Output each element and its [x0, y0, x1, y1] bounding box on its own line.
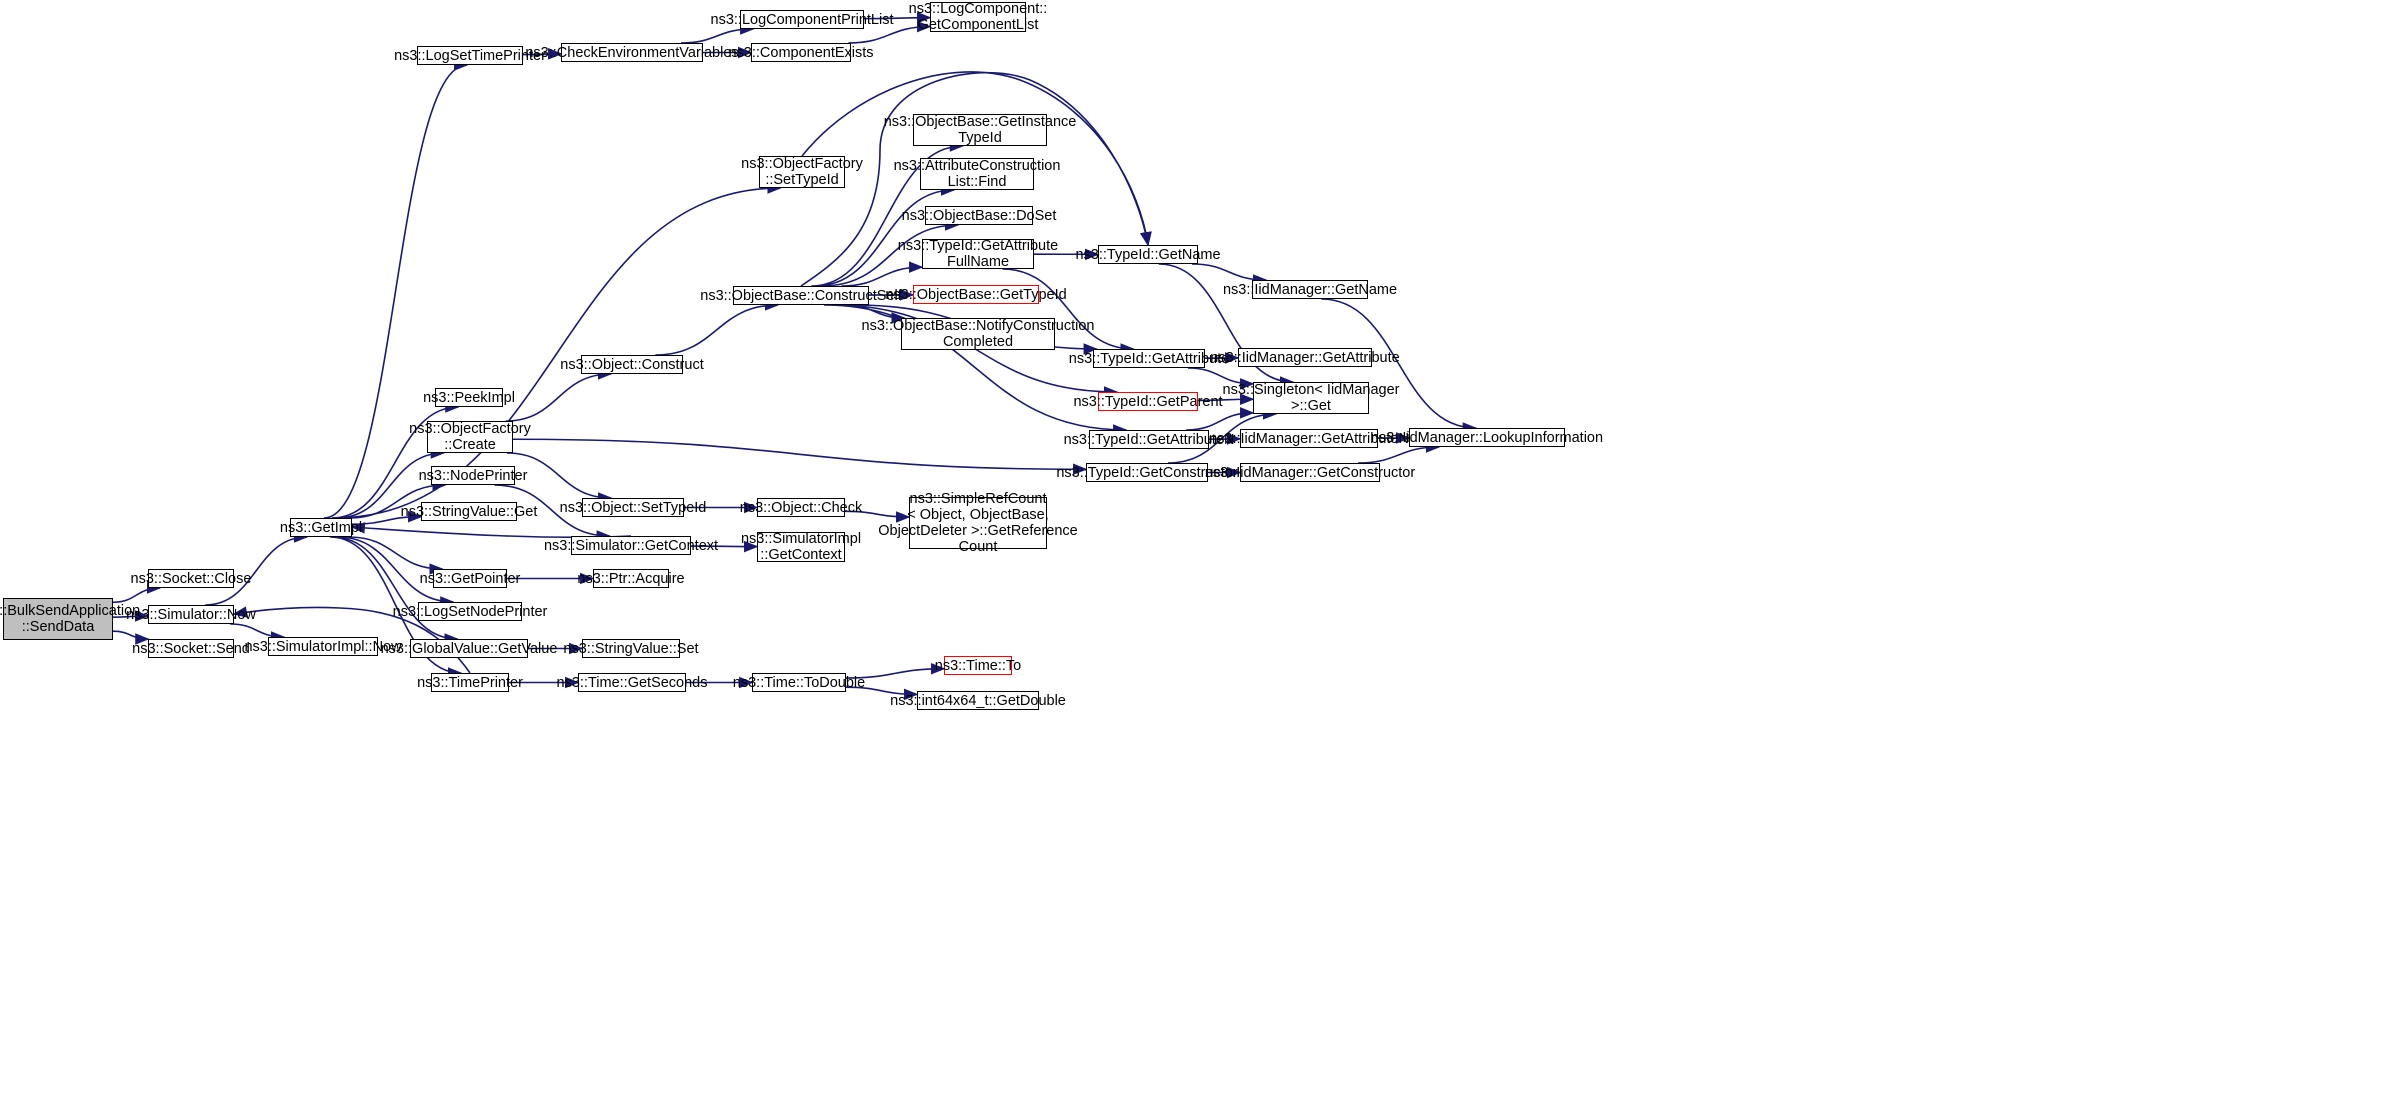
- node-socket-send[interactable]: ns3::Socket::Send: [132, 639, 250, 658]
- edge-checkEnv-to-logCompPrintList: [680, 23, 755, 44]
- edge-getImpl-to-nodePrinter: [348, 479, 447, 519]
- edge-obConstructSelf-to-tidGetAttributeN: [823, 304, 1128, 436]
- edge-sendData-to-simNow: [112, 610, 150, 622]
- node-of-create[interactable]: ns3::ObjectFactory ::Create: [409, 421, 531, 453]
- node-tid-get-name[interactable]: ns3::TypeId::GetName: [1075, 245, 1221, 264]
- node-log-set-node-printer[interactable]: ns3::LogSetNodePrinter: [392, 602, 548, 621]
- node-ob-notify[interactable]: ns3::ObjectBase::NotifyConstruction Comp…: [861, 318, 1095, 350]
- node-get-component-list[interactable]: ns3::LogComponent:: GetComponentList: [908, 1, 1048, 33]
- edge-tidGetName-to-iidGetName: [1191, 263, 1268, 286]
- node-sim-impl-now[interactable]: ns3::SimulatorImpl::Now: [244, 637, 402, 656]
- edge-simGetContext-to-simImplGetContext: [690, 540, 759, 553]
- edge-getImpl-to-ofCreate: [336, 447, 446, 519]
- node-time-to-double[interactable]: ns3::Time::ToDouble: [732, 673, 866, 692]
- edge-sendData-to-socketClose: [112, 582, 162, 604]
- node-time-to[interactable]: ns3::Time::To: [934, 656, 1022, 675]
- node-iid-get-attribute-n[interactable]: ns3::IidManager::GetAttributeN: [1209, 429, 1409, 448]
- node-log-comp-print-list[interactable]: ns3::LogComponentPrintList: [710, 10, 894, 29]
- edge-getImpl-to-logSetTimePrinter: [323, 59, 469, 519]
- node-ac-list-find[interactable]: ns3::AttributeConstruction List::Find: [893, 158, 1061, 190]
- node-string-value-get[interactable]: ns3::StringValue::Get: [400, 502, 538, 521]
- edge-tidGetConstructor-to-singletonGet: [1167, 408, 1278, 464]
- node-peek-impl[interactable]: ns3::PeekImpl: [423, 388, 515, 407]
- node-gv-get-value[interactable]: ns3::GlobalValue::GetValue: [380, 639, 558, 658]
- node-iid-get-attribute[interactable]: ns3::IidManager::GetAttribute: [1210, 348, 1400, 367]
- node-obj-check[interactable]: ns3::Object::Check: [739, 498, 863, 517]
- node-int64-get-double[interactable]: ns3::int64x64_t::GetDouble: [890, 691, 1066, 710]
- node-tid-get-attr-full-name[interactable]: ns3::TypeId::GetAttribute FullName: [897, 238, 1059, 270]
- node-ob-get-type-id[interactable]: ns3::ObjectBase::GetTypeId: [885, 285, 1067, 304]
- node-get-pointer[interactable]: ns3::GetPointer: [419, 569, 521, 588]
- edge-ofCreate-to-objSetTypeId: [506, 452, 613, 504]
- edges: [112, 11, 1478, 701]
- edge-timeToDouble-to-int64GetDouble: [845, 686, 919, 701]
- node-obj-construct[interactable]: ns3::Object::Construct: [560, 355, 704, 374]
- node-of-set-type-id[interactable]: ns3::ObjectFactory ::SetTypeId: [741, 156, 863, 188]
- node-sim-now[interactable]: ns3::Simulator::Now: [126, 605, 256, 624]
- edge-ofCreate-to-tidGetConstructor: [512, 438, 1088, 476]
- node-node-printer[interactable]: ns3::NodePrinter: [418, 466, 528, 485]
- edge-simNow-to-getImpl: [205, 531, 309, 606]
- node-log-set-time-printer[interactable]: ns3::LogSetTimePrinter: [394, 46, 546, 65]
- node-ob-do-set[interactable]: ns3::ObjectBase::DoSet: [901, 206, 1057, 225]
- edge-tidGetAttribute-to-singletonGet: [1187, 367, 1255, 390]
- node-ptr-acquire[interactable]: ns3::Ptr::Acquire: [577, 569, 685, 588]
- edge-tidGetAttrFullName-to-tidGetAttribute: [1002, 268, 1135, 355]
- node-check-env[interactable]: ns3::CheckEnvironmentVariables: [525, 43, 739, 62]
- edge-tidGetParent-to-singletonGet: [1197, 393, 1255, 406]
- edge-objConstruct-to-obConstructSelf: [655, 299, 780, 356]
- node-singleton-get[interactable]: ns3::Singleton< IidManager >::Get: [1222, 382, 1400, 414]
- edge-tidGetAttributeN-to-singletonGet: [1186, 407, 1255, 431]
- node-component-exists[interactable]: ns3::ComponentExists: [728, 43, 874, 62]
- node-iid-get-name[interactable]: ns3::IidManager::GetName: [1222, 280, 1398, 299]
- node-tid-get-parent[interactable]: ns3::TypeId::GetParent: [1073, 392, 1223, 411]
- edge-getImpl-to-gvGetValue: [332, 536, 459, 645]
- edge-simNow-to-simImplNow: [230, 623, 286, 643]
- edge-tidGetName-to-singletonGet: [1158, 263, 1295, 388]
- node-ob-construct-self[interactable]: ns3::ObjectBase::ConstructSelf: [700, 286, 902, 305]
- node-socket-close[interactable]: ns3::Socket::Close: [130, 569, 252, 588]
- node-tid-get-attribute-n[interactable]: ns3::TypeId::GetAttributeN: [1063, 430, 1235, 449]
- node-send-data[interactable]: ns3::BulkSendApplication ::SendData: [0, 598, 140, 640]
- edge-getImpl-to-logSetNodePrinter: [337, 536, 455, 608]
- node-iid-get-constructor[interactable]: ns3::IidManager::GetConstructor: [1204, 463, 1416, 482]
- node-tid-get-constructor[interactable]: ns3::TypeId::GetConstructor: [1056, 463, 1238, 482]
- edge-ofCreate-to-objConstruct: [505, 368, 613, 422]
- edge-objCheck-to-simpleRefCount: [844, 510, 911, 523]
- edge-obConstructSelf-to-tidGetAttrFullName: [841, 261, 924, 287]
- edge-obConstructSelf-to-obGetInstanceTypeId: [811, 140, 965, 287]
- edge-getImpl-to-getPointer: [348, 536, 444, 575]
- edge-sendData-to-socketSend: [112, 630, 150, 645]
- edge-obConstructSelf-to-obDoSet: [822, 219, 960, 287]
- node-tid-get-attribute[interactable]: ns3::TypeId::GetAttribute: [1068, 349, 1230, 368]
- node-sim-get-context[interactable]: ns3::Simulator::GetContext: [543, 536, 719, 555]
- edge-iidGetName-to-iidLookup: [1321, 298, 1478, 434]
- node-sim-impl-get-context[interactable]: ns3::SimulatorImpl ::GetContext: [740, 531, 862, 563]
- node-time-get-seconds[interactable]: ns3::Time::GetSeconds: [556, 673, 708, 692]
- edge-componentExists-to-getComponentList: [848, 20, 932, 44]
- node-get-impl[interactable]: ns3::GetImpl: [279, 518, 363, 537]
- edge-getImpl-to-ofSetTypeId: [333, 182, 782, 519]
- edge-obConstructSelf-to-tidGetName: [800, 71, 1152, 287]
- edge-getImpl-to-peekImpl: [331, 401, 460, 519]
- node-iid-lookup[interactable]: ns3::IidManager::LookupInformation: [1370, 428, 1604, 447]
- edge-logSetTimePrinter-to-checkEnv: [522, 48, 563, 60]
- node-ob-get-instance-type-id[interactable]: ns3::ObjectBase::GetInstance TypeId: [883, 114, 1077, 146]
- node-obj-set-type-id[interactable]: ns3::Object::SetTypeId: [559, 498, 707, 517]
- node-time-printer[interactable]: ns3::TimePrinter: [417, 673, 523, 692]
- edge-timeToDouble-to-timeTo: [845, 662, 946, 679]
- node-simple-ref-count[interactable]: ns3::SimpleRefCount < Object, ObjectBase…: [878, 491, 1078, 555]
- edge-getImpl-to-timePrinter: [330, 536, 463, 679]
- node-string-value-set[interactable]: ns3::StringValue::Set: [563, 639, 699, 658]
- edge-obConstructSelf-to-acListFind: [814, 184, 956, 287]
- edge-logCompPrintList-to-getComponentList: [863, 11, 932, 24]
- edge-nodePrinter-to-simGetContext: [494, 484, 611, 542]
- edge-iidGetConstructor-to-iidLookup: [1358, 441, 1441, 464]
